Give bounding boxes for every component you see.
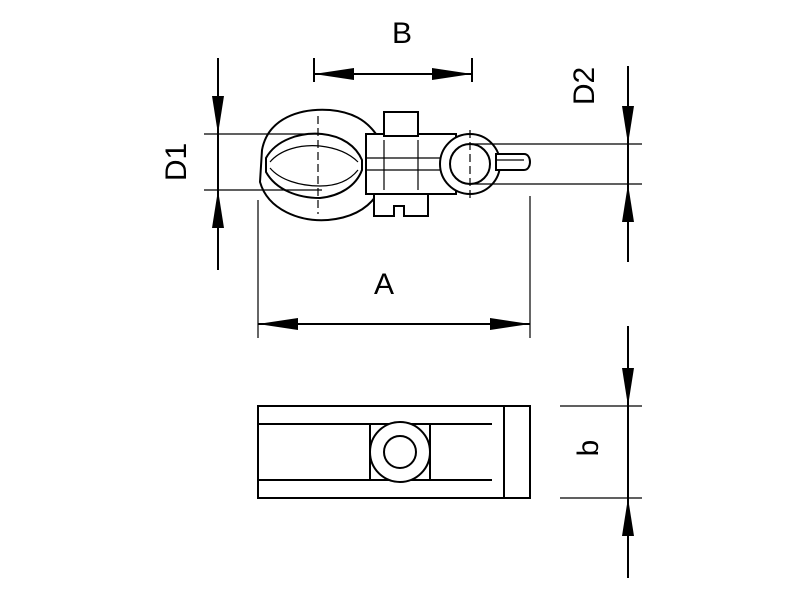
dimension-b: b [560,326,642,578]
dimension-label-b: b [572,440,605,457]
dimension-A: A [257,196,531,338]
bolt-nut [373,193,429,217]
dimension-label-A: A [374,268,394,301]
clamp-tail [495,153,531,171]
plan-bolt-hole [383,435,417,469]
bolt-head [383,111,419,137]
large-clamp-ring-inner [265,132,363,200]
dimension-label-D1: D1 [160,143,193,181]
clamp-plan-view [257,405,531,499]
dimension-B: B [313,17,473,82]
dimension-D1: D1 [160,58,322,270]
dimension-label-D2: D2 [568,67,601,105]
dimension-D2: D2 [470,66,642,262]
dimension-label-B: B [392,17,412,50]
clamp-side-view [258,108,531,222]
